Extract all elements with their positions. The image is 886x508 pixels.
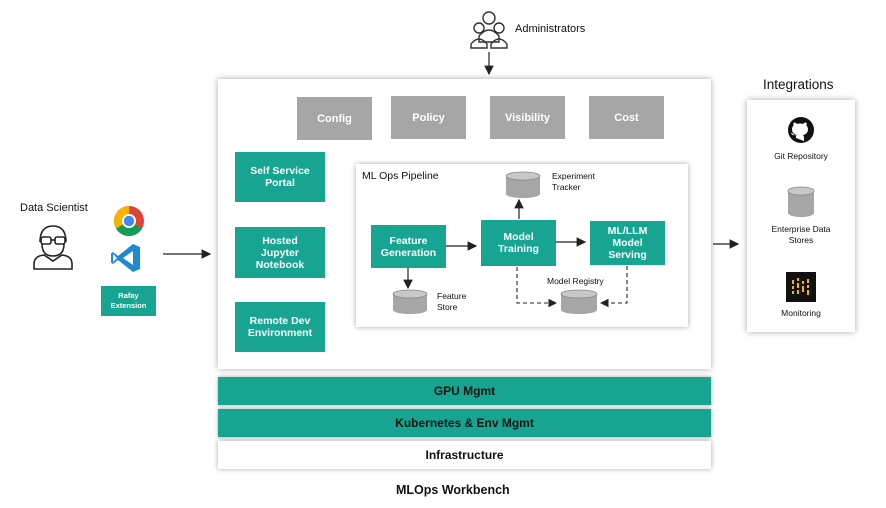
feature-store-label: Feature Store bbox=[437, 291, 467, 312]
workbench-title: MLOps Workbench bbox=[396, 483, 510, 497]
model-registry-cylinder bbox=[560, 289, 598, 314]
data-scientist-icon bbox=[30, 222, 76, 270]
github-icon bbox=[787, 116, 815, 144]
pipeline-title: ML Ops Pipeline bbox=[362, 170, 439, 182]
config-box: Config bbox=[297, 97, 372, 140]
model-registry-label: Model Registry bbox=[547, 276, 604, 286]
experiment-tracker-cylinder bbox=[505, 171, 541, 198]
git-repository-label: Git Repository bbox=[774, 151, 828, 161]
administrators-icon bbox=[469, 6, 509, 50]
monitoring-label: Monitoring bbox=[781, 308, 821, 318]
model-training: Model Training bbox=[481, 220, 556, 266]
integrations-title: Integrations bbox=[763, 77, 834, 92]
cost-box: Cost bbox=[589, 96, 664, 139]
experiment-tracker-label: Experiment Tracker bbox=[552, 171, 595, 192]
remote-dev-environment: Remote Dev Environment bbox=[235, 302, 325, 352]
policy-box: Policy bbox=[391, 96, 466, 139]
grafana-icon bbox=[786, 272, 816, 302]
database-icon bbox=[786, 186, 816, 218]
rafay-extension: Rafay Extension bbox=[101, 286, 156, 316]
self-service-portal: Self Service Portal bbox=[235, 152, 325, 202]
infrastructure-bar: Infrastructure bbox=[218, 441, 711, 469]
feature-generation: Feature Generation bbox=[371, 225, 446, 268]
vscode-icon bbox=[110, 242, 142, 274]
model-serving: ML/LLM Model Serving bbox=[590, 221, 665, 265]
enterprise-data-stores-label: Enterprise Data Stores bbox=[771, 224, 831, 245]
chrome-icon bbox=[113, 205, 145, 237]
administrators-label: Administrators bbox=[515, 23, 586, 35]
gpu-mgmt-bar: GPU Mgmt bbox=[218, 377, 711, 405]
feature-store-cylinder bbox=[392, 289, 428, 314]
kubernetes-env-mgmt-bar: Kubernetes & Env Mgmt bbox=[218, 409, 711, 437]
data-scientist-label: Data Scientist bbox=[20, 202, 88, 214]
hosted-jupyter-notebook: Hosted Jupyter Notebook bbox=[235, 227, 325, 278]
visibility-box: Visibility bbox=[490, 96, 565, 139]
